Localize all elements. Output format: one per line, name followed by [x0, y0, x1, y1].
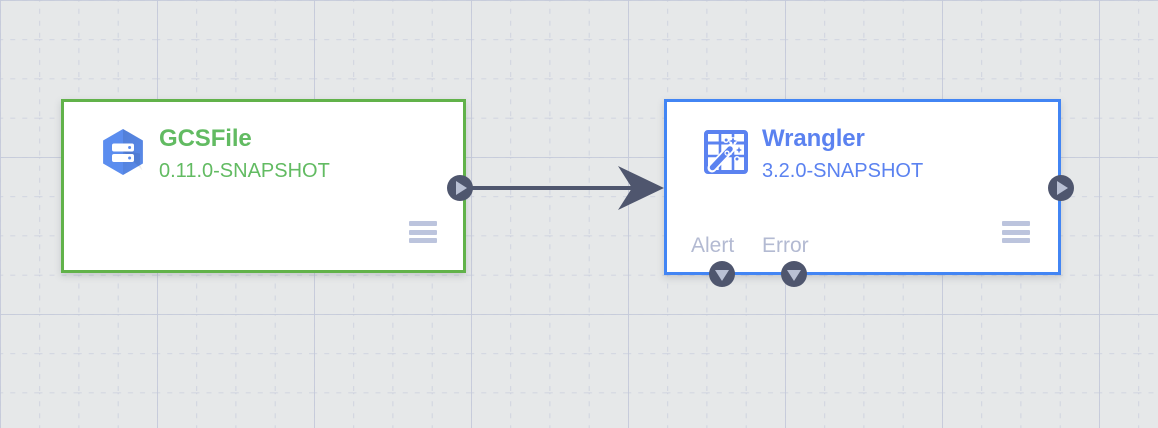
arrowhead-right-icon	[618, 166, 664, 210]
error-port-wrangler[interactable]	[781, 261, 807, 287]
menu-bar	[409, 238, 437, 243]
output-port-wrangler[interactable]	[1048, 175, 1074, 201]
output-port-gcsfile[interactable]	[447, 175, 473, 201]
wrangler-magic-wand-icon	[700, 126, 752, 178]
node-titles-wrangler: Wrangler 3.2.0-SNAPSHOT	[762, 124, 923, 184]
menu-bar	[1002, 221, 1030, 226]
node-titles-gcsfile: GCSFile 0.11.0-SNAPSHOT	[159, 124, 330, 184]
pipeline-node-gcsfile[interactable]: GCSFile 0.11.0-SNAPSHOT	[61, 99, 466, 273]
pipeline-node-wrangler[interactable]: Wrangler 3.2.0-SNAPSHOT	[664, 99, 1061, 275]
menu-bar	[1002, 229, 1030, 235]
node-name-wrangler: Wrangler	[762, 125, 865, 152]
menu-bar	[409, 221, 437, 226]
node-version-wrangler: 3.2.0-SNAPSHOT	[762, 160, 924, 182]
triangle-down-icon	[715, 269, 729, 281]
error-port-label: Error	[762, 234, 809, 257]
node-version-gcsfile: 0.11.0-SNAPSHOT	[159, 160, 330, 182]
node-header-gcsfile: GCSFile 0.11.0-SNAPSHOT	[97, 124, 330, 184]
menu-bar	[409, 229, 437, 235]
triangle-down-icon	[787, 269, 801, 281]
hamburger-menu-icon[interactable]	[409, 221, 437, 243]
alert-port-wrangler[interactable]	[709, 261, 735, 287]
alert-port-label: Alert	[691, 234, 735, 257]
hamburger-menu-icon[interactable]	[1002, 221, 1030, 243]
play-triangle-icon	[456, 181, 467, 195]
node-name-gcsfile: GCSFile	[159, 125, 252, 152]
node-header-wrangler: Wrangler 3.2.0-SNAPSHOT	[700, 124, 923, 184]
play-triangle-icon	[1057, 181, 1068, 195]
gcs-bucket-icon	[97, 126, 149, 178]
menu-bar	[1002, 238, 1030, 243]
